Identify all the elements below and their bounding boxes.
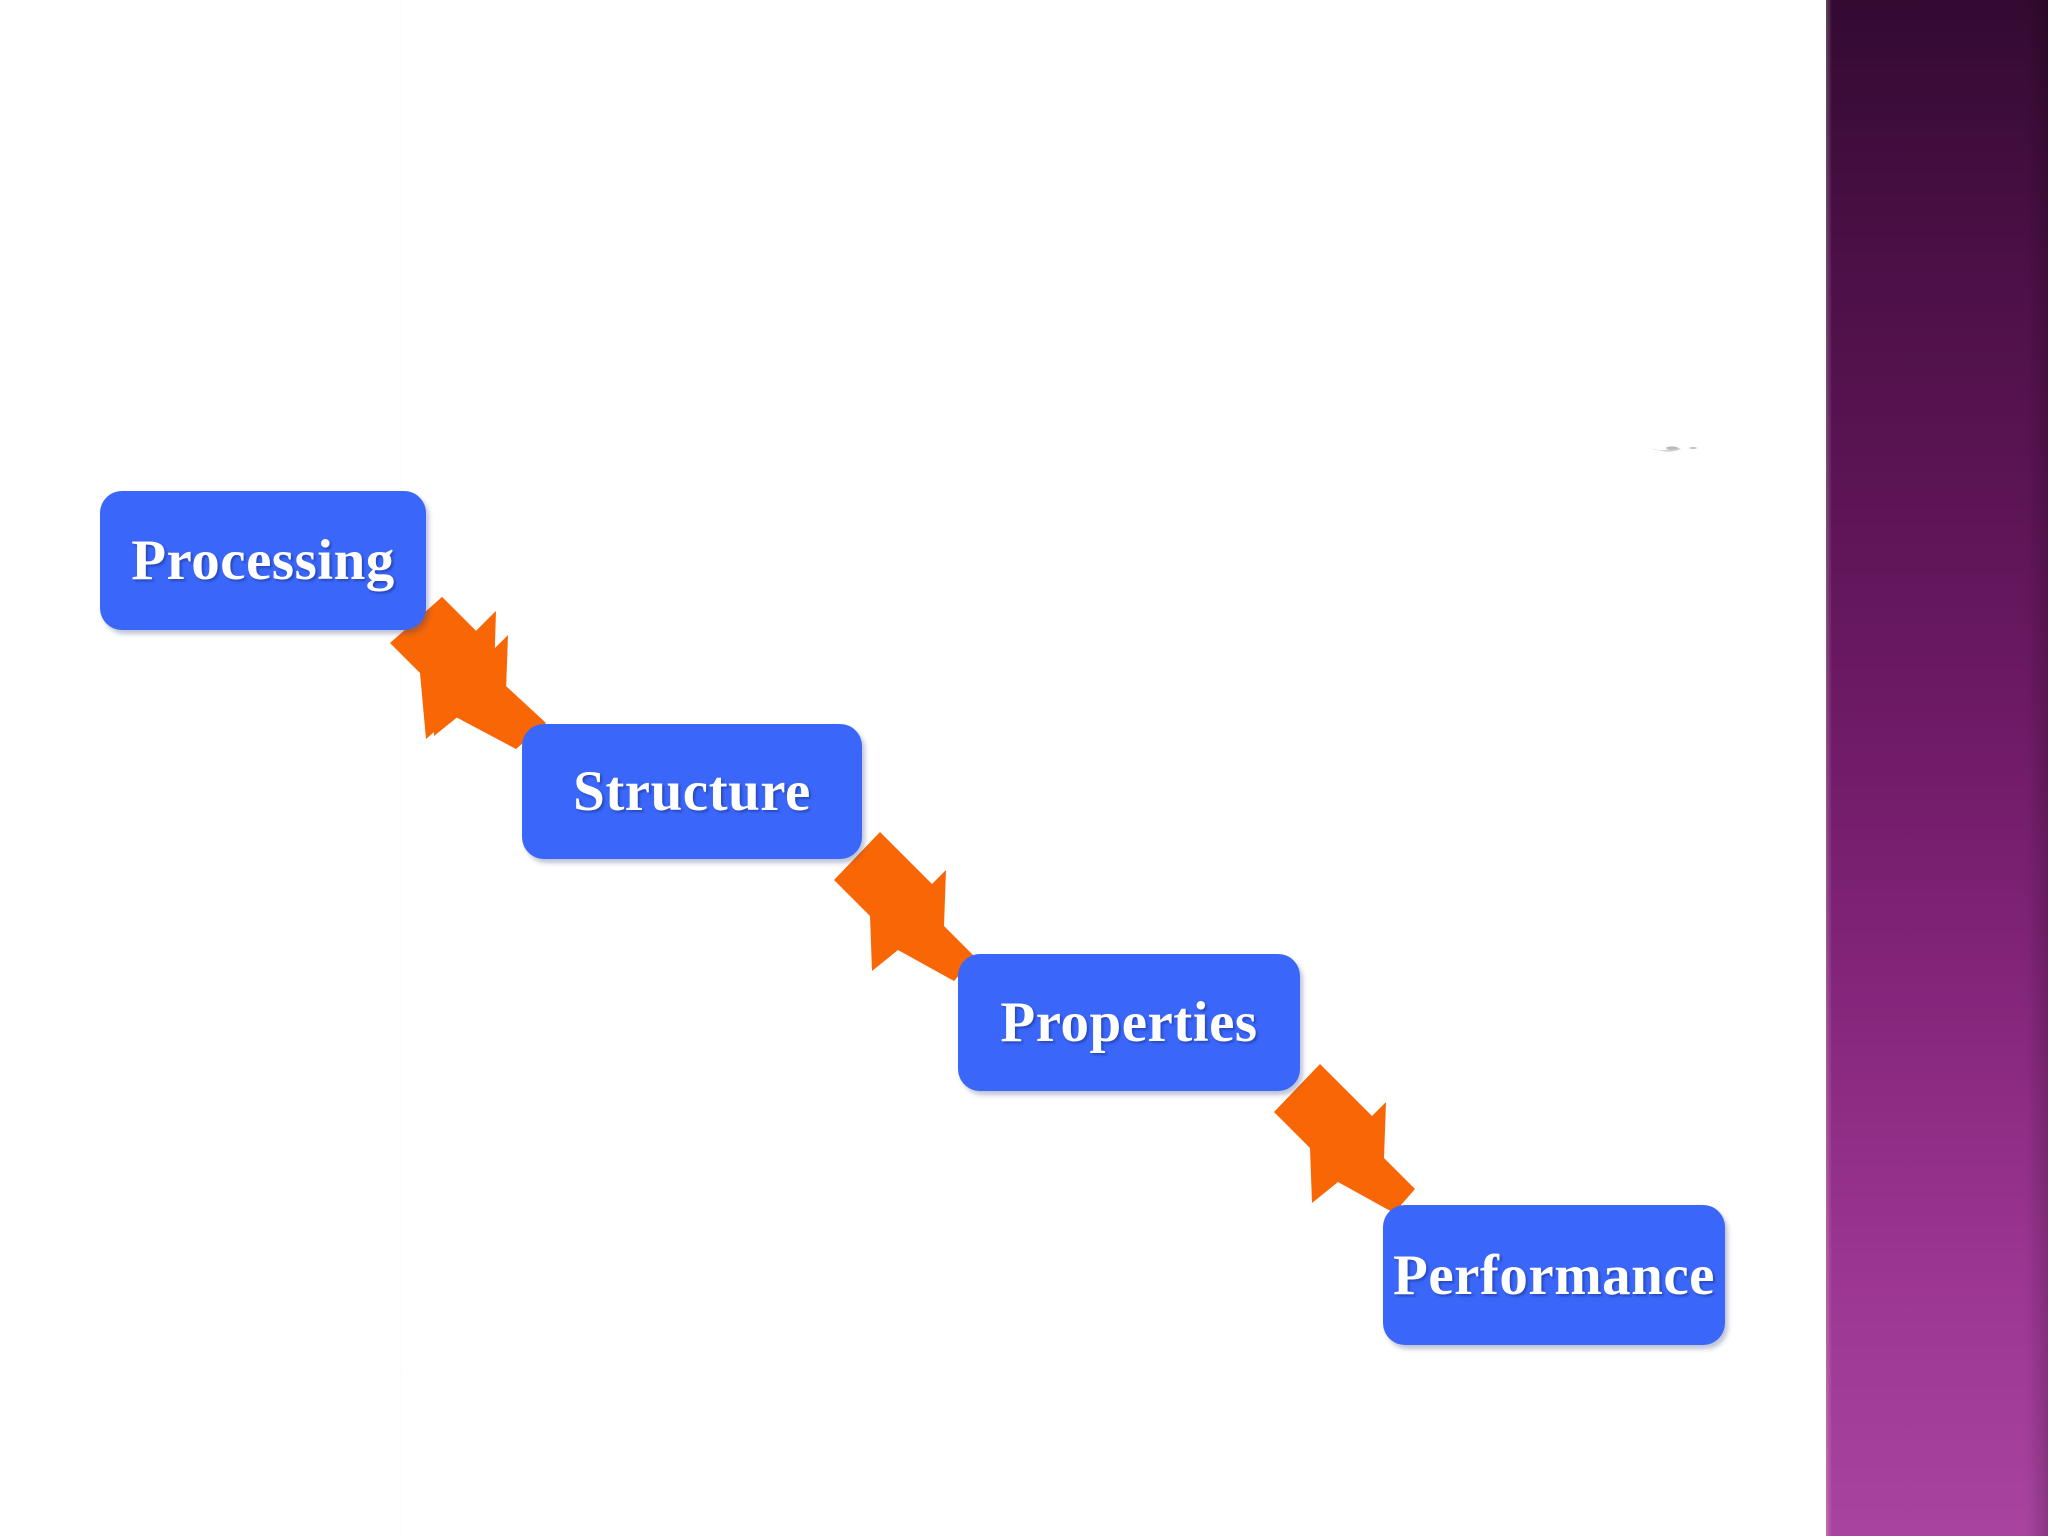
flow-node-processing[interactable]: Processing — [100, 491, 426, 630]
block-arrow-down-right-icon — [1268, 1062, 1440, 1217]
block-arrow-down-right-icon — [390, 595, 560, 750]
flow-node-label: Processing — [131, 529, 395, 592]
flow-node-label: Structure — [573, 760, 811, 823]
canvas-seam-horizontal — [0, 1370, 1826, 1371]
band-highlight-edge — [1826, 0, 1832, 1536]
purple-gradient-band — [1826, 0, 2048, 1536]
faint-gray-smudge — [1648, 440, 1706, 452]
flow-node-label: Performance — [1393, 1243, 1715, 1307]
flow-node-structure[interactable]: Structure — [522, 724, 862, 859]
flow-node-performance[interactable]: Performance — [1383, 1205, 1725, 1345]
block-arrow-down-right-icon — [828, 830, 1000, 985]
canvas-seam-vertical — [400, 0, 401, 1536]
band-shadow-edge — [2026, 0, 2048, 1536]
flow-node-label: Properties — [1000, 991, 1258, 1054]
flow-node-properties[interactable]: Properties — [958, 954, 1300, 1091]
